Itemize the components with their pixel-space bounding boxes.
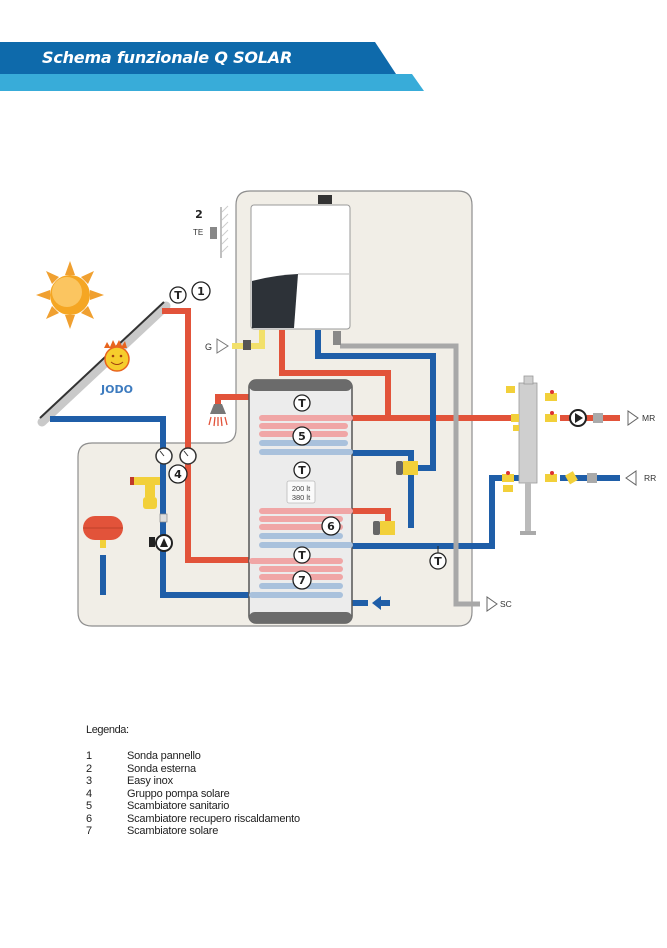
sensor-tank-mid: T <box>293 461 311 479</box>
external-sensor-icon <box>210 227 217 239</box>
legend-item: 3 Easy inox <box>86 775 300 788</box>
banner-light-band <box>0 74 424 91</box>
valve-icon <box>373 521 395 535</box>
mr-connector: MR <box>627 410 655 426</box>
functional-diagram: 2 TE JODO <box>36 190 656 627</box>
legend-title: Legenda: <box>86 724 129 736</box>
svg-text:6: 6 <box>327 520 335 533</box>
pump-icon <box>569 409 587 427</box>
svg-text:T: T <box>434 555 442 568</box>
air-vent-icon <box>506 386 515 393</box>
sensor-tank-low: T <box>293 546 311 564</box>
marker-5: 5 <box>292 426 312 446</box>
legend-list: 1 Sonda pannello 2 Sonda esterna 3 Easy ino… <box>86 750 300 838</box>
sensor-return: T <box>429 546 447 570</box>
legend-text: Scambiatore sanitario <box>127 800 230 812</box>
svg-text:5: 5 <box>298 430 306 443</box>
valve-icon <box>593 413 603 423</box>
solar-panel <box>37 301 171 427</box>
svg-text:1: 1 <box>197 285 205 298</box>
filter-icon <box>565 471 578 485</box>
drain-pipe <box>340 343 480 607</box>
sensor-markers: T T T T T <box>169 286 447 570</box>
legend-text: Scambiatore solare <box>127 825 219 837</box>
legend-number: 5 <box>86 800 93 812</box>
brand-label: JODO <box>100 383 133 396</box>
legend-number: 4 <box>86 787 93 800</box>
svg-text:4: 4 <box>174 468 182 481</box>
legend-number: 3 <box>86 775 93 787</box>
legend-number: 2 <box>86 762 93 775</box>
number-markers: 1 4 5 6 7 <box>168 281 341 590</box>
legend-text: Easy inox <box>127 775 173 787</box>
shower-icon <box>208 404 228 427</box>
boiler-icon <box>250 195 351 330</box>
marker-4: 4 <box>168 464 188 484</box>
svg-text:T: T <box>174 289 182 302</box>
solar-pump-group <box>130 447 197 552</box>
pump-icon <box>149 534 173 552</box>
legend-item: 5 Scambiatore sanitario <box>86 800 300 813</box>
valve-icon <box>587 473 597 483</box>
external-sensor: 2 TE <box>193 205 229 258</box>
banner-dark-band <box>0 42 396 74</box>
jodo-mascot-icon: JODO <box>100 340 133 396</box>
legend-item: 6 Scambiatore recupero riscaldamento <box>86 813 300 826</box>
te-number: 2 <box>195 208 203 221</box>
capacity-box <box>286 480 316 504</box>
legend-item: 4 Gruppo pompa solare <box>86 788 300 801</box>
valve-icon <box>396 461 418 475</box>
marker-6: 6 <box>321 516 341 536</box>
legend: Legenda: 1 Sonda pannello 2 Sonda esterna … <box>86 724 300 838</box>
tank-capacity-1: 200 lt <box>292 484 311 493</box>
sensor-panel: T <box>169 286 187 304</box>
marker-1: 1 <box>191 281 211 301</box>
page-title: Schema funzionale Q SOLAR <box>42 48 293 67</box>
sc-connector: SC <box>486 596 512 612</box>
sun-icon <box>36 261 104 329</box>
flow-meter-icon <box>159 513 168 523</box>
svg-text:T: T <box>298 464 306 477</box>
legend-item: 2 Sonda esterna <box>86 763 300 776</box>
tank-capacity-2: 380 lt <box>292 493 311 502</box>
hydraulic-separator-icon <box>502 375 603 535</box>
gas-connection: G <box>205 330 265 354</box>
svg-text:T: T <box>298 549 306 562</box>
gas-label: G <box>205 342 212 352</box>
legend-text: Scambiatore recupero riscaldamento <box>127 812 300 825</box>
legend-number: 6 <box>86 812 93 825</box>
svg-text:7: 7 <box>298 574 306 587</box>
te-label: TE <box>193 228 203 237</box>
gas-valve-icon <box>243 340 251 350</box>
hot-pipes <box>162 308 620 563</box>
sc-label: SC <box>500 599 512 609</box>
legend-item: 7 Scambiatore solare <box>86 825 300 838</box>
gauge-icon <box>155 447 173 465</box>
marker-7: 7 <box>292 570 312 590</box>
sensor-tank-top: T <box>293 394 311 412</box>
rr-label: RR <box>644 473 656 483</box>
drain-funnel-icon <box>333 331 341 345</box>
legend-text: Sonda esterna <box>127 762 196 775</box>
legend-number: 1 <box>86 750 93 762</box>
arrow-left-icon <box>372 596 390 610</box>
legend-item: 1 Sonda pannello <box>86 750 300 763</box>
safety-valve-icon <box>130 477 160 509</box>
legend-number: 7 <box>86 825 93 837</box>
rr-connector: RR <box>625 470 656 486</box>
legend-text: Sonda pannello <box>127 750 201 762</box>
svg-text:T: T <box>298 397 306 410</box>
header-banner: Schema funzionale Q SOLAR <box>0 0 667 100</box>
expansion-vessel-icon <box>83 516 123 548</box>
banner-shape <box>0 42 424 91</box>
mr-label: MR <box>642 413 655 423</box>
legend-text: Gruppo pompa solare <box>127 787 230 800</box>
gauge-icon <box>179 447 197 465</box>
